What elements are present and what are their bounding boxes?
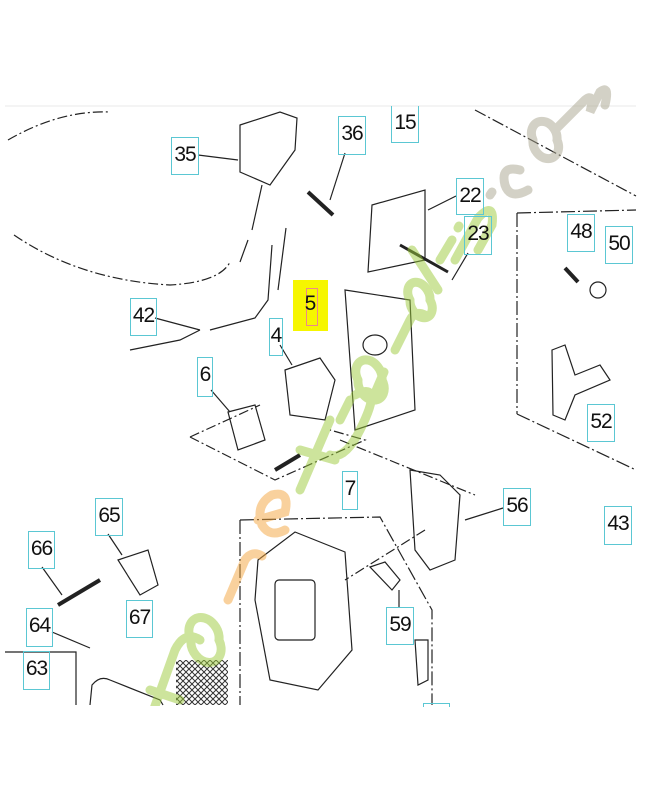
highlight-inner-box: [306, 288, 318, 326]
part-label-59[interactable]: 59: [386, 607, 414, 645]
insulator: [284, 357, 336, 421]
part-label-23[interactable]: 23: [464, 216, 492, 255]
part-label-7[interactable]: 7: [342, 471, 358, 510]
part-label-36[interactable]: 36: [338, 116, 366, 155]
part-label-6[interactable]: 6: [197, 357, 213, 397]
washer: [589, 281, 607, 299]
part-label-35[interactable]: 35: [171, 137, 199, 175]
part-label-50[interactable]: 50: [605, 226, 633, 264]
part-label-cut-off[interactable]: [423, 703, 450, 707]
part-label-63[interactable]: 63: [23, 651, 50, 690]
air-filter-case: [239, 516, 433, 705]
part-label-64[interactable]: 64: [26, 608, 53, 647]
part-label-4[interactable]: 4: [269, 318, 283, 356]
small-gasket: [227, 404, 266, 451]
filter-cover: [89, 677, 164, 706]
part-label-56[interactable]: 56: [503, 488, 531, 526]
carburetor: [409, 469, 461, 571]
part-label-43[interactable]: 43: [604, 506, 632, 545]
gasket: [344, 289, 416, 431]
wire: [129, 317, 201, 351]
part-label-5-text: 5: [304, 292, 317, 315]
bolt: [306, 190, 335, 217]
part-label-22[interactable]: 22: [456, 178, 484, 215]
part-label-48[interactable]: 48: [567, 214, 595, 252]
part-label-5-highlighted[interactable]: 5: [293, 280, 328, 331]
part-label-42[interactable]: 42: [130, 298, 157, 336]
choke-plate: [117, 549, 159, 596]
part-label-65[interactable]: 65: [95, 498, 123, 536]
lever: [368, 561, 401, 591]
engine-outline: [7, 111, 231, 286]
air-filter-base: [254, 531, 353, 691]
ignition-coil: [209, 111, 298, 331]
filter-element: [176, 660, 228, 705]
part-label-52[interactable]: 52: [587, 404, 615, 442]
part-label-66[interactable]: 66: [28, 531, 55, 569]
starter-handle: [551, 344, 611, 421]
part-label-67[interactable]: 67: [126, 600, 153, 638]
watermark-logo: [145, 85, 612, 725]
part-label-15[interactable]: 15: [391, 106, 419, 143]
